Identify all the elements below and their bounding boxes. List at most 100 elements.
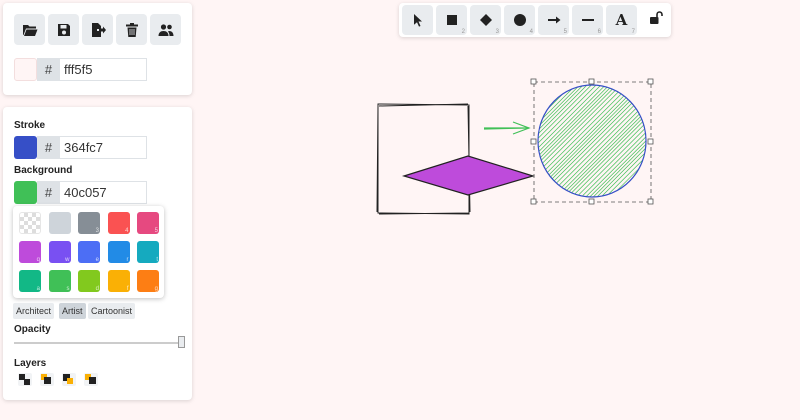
opacity-slider-thumb[interactable] [178, 336, 185, 348]
send-to-back-icon [19, 374, 30, 385]
tool-diamond[interactable]: 3 [470, 5, 501, 35]
circle-icon [513, 14, 526, 26]
hash-label: # [37, 181, 60, 204]
resize-handle[interactable] [647, 198, 654, 205]
color-swatch[interactable]: g [137, 270, 159, 292]
canvas-color-row: # [14, 58, 147, 81]
export-button[interactable] [82, 14, 113, 45]
rectangle-shape[interactable] [376, 103, 471, 215]
file-export-icon [91, 22, 106, 37]
swatch-shortcut: 3 [95, 228, 99, 234]
color-swatch[interactable]: t [137, 241, 159, 263]
color-swatch[interactable]: r [107, 241, 130, 263]
tool-text[interactable]: A 7 [606, 5, 637, 35]
color-swatch[interactable] [19, 212, 41, 234]
swatch-shortcut: s [66, 286, 70, 292]
color-swatch[interactable]: a [19, 270, 41, 292]
users-icon [158, 23, 173, 36]
color-swatch[interactable]: e [78, 241, 100, 263]
canvas-color-swatch[interactable] [14, 58, 37, 81]
color-swatch[interactable]: w [48, 241, 71, 263]
color-swatch[interactable]: d [78, 270, 100, 292]
color-picker-popover: 3 4 5 q w e r t a s d f g [13, 206, 164, 298]
sloppiness-architect-button[interactable]: Architect [13, 303, 55, 319]
folder-open-icon [22, 24, 37, 36]
send-to-back-button[interactable] [18, 373, 32, 386]
color-swatch[interactable]: 5 [137, 212, 159, 234]
background-color-input[interactable] [60, 181, 147, 204]
stroke-color-input[interactable] [60, 136, 147, 159]
sloppiness-artist-button[interactable]: Artist [59, 303, 86, 319]
background-color-swatch[interactable] [14, 181, 37, 204]
tool-arrow[interactable]: 5 [538, 5, 569, 35]
send-backward-button[interactable] [40, 373, 54, 386]
clear-canvas-button[interactable] [116, 14, 147, 45]
selection-box[interactable] [530, 78, 654, 205]
trash-icon [125, 22, 138, 37]
bring-to-front-icon [85, 374, 96, 384]
shape-toolbar: 2 3 4 5 6 A 7 [399, 3, 671, 37]
background-label: Background [14, 165, 73, 176]
tool-shortcut: 5 [563, 29, 567, 35]
color-swatch[interactable]: 3 [78, 212, 100, 234]
tool-shortcut: 6 [597, 29, 601, 35]
send-backward-icon [41, 374, 51, 384]
resize-handle[interactable] [530, 138, 537, 145]
swatch-shortcut: e [95, 257, 99, 263]
resize-handle[interactable] [647, 138, 654, 145]
tool-selection[interactable] [402, 5, 433, 35]
arrow-shape[interactable] [483, 121, 531, 135]
swatch-shortcut: 4 [125, 228, 129, 234]
stroke-label: Stroke [14, 120, 46, 131]
save-button[interactable] [48, 14, 79, 45]
opacity-label: Opacity [14, 324, 51, 335]
tool-shortcut: 3 [495, 29, 499, 35]
bring-forward-icon [63, 374, 73, 384]
swatch-shortcut: r [126, 257, 129, 263]
tool-shortcut: 4 [529, 29, 533, 35]
tool-line[interactable]: 6 [572, 5, 603, 35]
file-actions-panel: # [3, 3, 192, 95]
diamond-shape[interactable] [401, 155, 536, 196]
swatch-shortcut: f [126, 286, 129, 292]
tool-shortcut: 2 [461, 29, 465, 35]
pointer-icon [413, 14, 422, 27]
floppy-disk-icon [57, 23, 70, 36]
color-swatch[interactable]: f [107, 270, 130, 292]
swatch-shortcut: d [95, 286, 99, 292]
color-swatch[interactable]: 4 [107, 212, 130, 234]
line-icon [581, 19, 594, 21]
opacity-slider-track[interactable] [14, 342, 184, 344]
unlock-icon[interactable] [649, 11, 663, 25]
tool-ellipse[interactable]: 4 [504, 5, 535, 35]
swatch-shortcut: g [154, 286, 158, 292]
sloppiness-cartoonist-button[interactable]: Cartoonist [88, 303, 136, 319]
swatch-shortcut: a [36, 286, 40, 292]
resize-handle[interactable] [588, 198, 595, 205]
resize-handle[interactable] [647, 78, 654, 85]
color-swatch[interactable]: s [48, 270, 71, 292]
tool-shortcut: 7 [631, 29, 635, 35]
diamond-icon [479, 14, 492, 26]
resize-handle[interactable] [588, 78, 595, 85]
square-icon [446, 15, 457, 25]
canvas-color-input[interactable] [60, 58, 147, 81]
open-button[interactable] [14, 14, 45, 45]
stroke-color-swatch[interactable] [14, 136, 37, 159]
swatch-shortcut: w [65, 257, 70, 263]
text-icon: A [615, 11, 628, 29]
resize-handle[interactable] [530, 198, 537, 205]
collaboration-button[interactable] [150, 14, 181, 45]
resize-handle[interactable] [530, 78, 537, 85]
arrow-icon [547, 16, 560, 24]
hash-label: # [37, 58, 60, 81]
bring-to-front-button[interactable] [84, 373, 98, 386]
background-color-row: # [14, 181, 147, 204]
tool-rectangle[interactable]: 2 [436, 5, 467, 35]
color-swatch[interactable]: q [19, 241, 41, 263]
bring-forward-button[interactable] [62, 373, 76, 386]
swatch-shortcut: 5 [154, 228, 158, 234]
color-swatch[interactable] [48, 212, 71, 234]
